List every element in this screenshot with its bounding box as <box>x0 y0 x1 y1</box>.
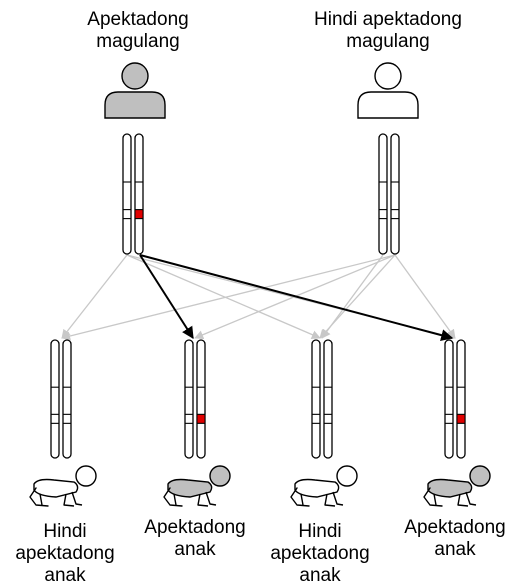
chromosome-left <box>184 339 194 459</box>
parent-chromosome-pair-affected <box>122 133 144 255</box>
inheritance-arrow <box>61 254 128 339</box>
person-icon <box>104 62 166 119</box>
chromosome-left <box>122 133 132 255</box>
chromosome-right <box>134 133 144 255</box>
inheritance-arrow <box>394 254 456 339</box>
crawling-baby-icon <box>423 465 491 507</box>
chromosome-left <box>444 339 454 459</box>
affected-inheritance-arrows <box>139 254 454 342</box>
chromosome-right <box>196 339 206 459</box>
child-chromosome-pair-1 <box>50 339 72 459</box>
chromosome-left <box>311 339 321 459</box>
inheritance-arrows <box>61 254 456 341</box>
affected-inheritance-arrow <box>139 254 454 342</box>
mutation-mark <box>457 414 465 424</box>
person-icon <box>357 62 419 119</box>
child-label-3: Hindi apektadong anak <box>270 521 370 586</box>
crawling-baby-icon <box>163 465 231 507</box>
parent-label-affected: Apektadong magulang <box>87 9 189 52</box>
inheritance-arrow <box>321 254 384 339</box>
inheritance-arrow <box>126 254 321 339</box>
inheritance-arrow <box>61 254 396 341</box>
chromosome-right <box>390 133 400 255</box>
child-chromosome-pair-2 <box>184 339 206 459</box>
child-chromosome-pair-4 <box>444 339 466 459</box>
chromosome-left <box>378 133 388 255</box>
child-label-4: Apektadong anak <box>404 517 506 560</box>
chromosome-right <box>323 339 333 459</box>
mutation-mark <box>135 209 143 219</box>
crawling-baby-icon <box>290 465 358 507</box>
parent-label-unaffected: Hindi apektadong magulang <box>314 9 462 52</box>
crawling-baby-icon <box>29 465 97 507</box>
parent-chromosome-pair-unaffected <box>378 133 400 255</box>
chromosome-pairs <box>50 133 466 459</box>
affected-inheritance-arrow <box>139 254 194 340</box>
people-icons <box>29 62 491 507</box>
chromosome-left <box>50 339 60 459</box>
chromosome-right <box>456 339 466 459</box>
child-label-2: Apektadong anak <box>144 517 246 560</box>
child-chromosome-pair-3 <box>311 339 333 459</box>
child-label-1: Hindi apektadong anak <box>15 521 115 586</box>
chromosome-right <box>62 339 72 459</box>
mutation-mark <box>197 414 205 424</box>
